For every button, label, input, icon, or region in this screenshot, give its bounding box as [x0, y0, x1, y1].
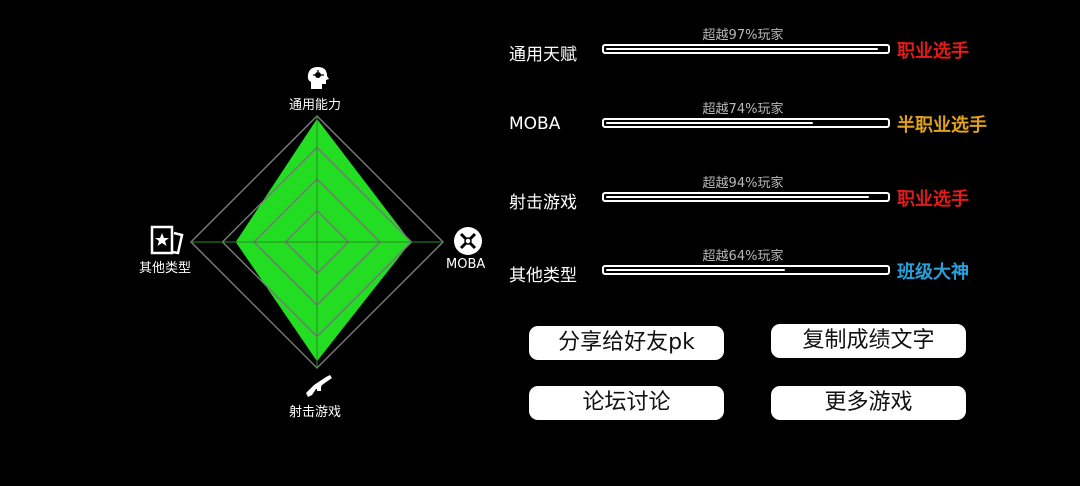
rank-title: 职业选手	[897, 189, 969, 210]
forum-button[interactable]: 论坛讨论	[529, 386, 724, 420]
progress-bar	[602, 265, 890, 275]
progress-bar-fill	[606, 196, 869, 198]
percent-text: 超越94%玩家	[702, 176, 784, 191]
axis-label-general: 通用能力	[289, 98, 342, 113]
rank-title: 半职业选手	[897, 115, 987, 136]
percent-text: 超越97%玩家	[702, 28, 784, 43]
axis-label-moba: MOBA	[446, 257, 486, 272]
progress-bar-fill	[606, 269, 785, 271]
row-label: 射击游戏	[509, 193, 577, 213]
percent-text: 超越74%玩家	[702, 102, 784, 117]
row-label: 其他类型	[509, 266, 577, 286]
gun-icon	[306, 375, 332, 397]
radar-chart	[189, 114, 445, 370]
axis-label-other: 其他类型	[139, 261, 192, 276]
radar-value-shape	[235, 118, 411, 362]
progress-bar	[602, 118, 890, 128]
progress-bar-fill	[606, 48, 878, 50]
progress-bar	[602, 44, 890, 54]
row-label: 通用天赋	[509, 45, 577, 65]
row-label: MOBA	[509, 114, 561, 134]
percent-text: 超越64%玩家	[702, 249, 784, 264]
more-games-button[interactable]: 更多游戏	[771, 386, 966, 420]
star-card-icon	[150, 225, 184, 255]
rank-title: 班级大神	[897, 262, 969, 283]
rank-title: 职业选手	[897, 41, 969, 62]
progress-bar	[602, 192, 890, 202]
radar-inner-grid	[191, 116, 443, 368]
share-pk-button[interactable]: 分享给好友pk	[529, 326, 724, 360]
axis-label-shooter: 射击游戏	[289, 405, 342, 420]
progress-bar-fill	[606, 122, 813, 124]
head-tech-icon	[307, 67, 329, 89]
copy-result-button[interactable]: 复制成绩文字	[771, 324, 966, 358]
swords-circle-icon	[454, 227, 482, 255]
